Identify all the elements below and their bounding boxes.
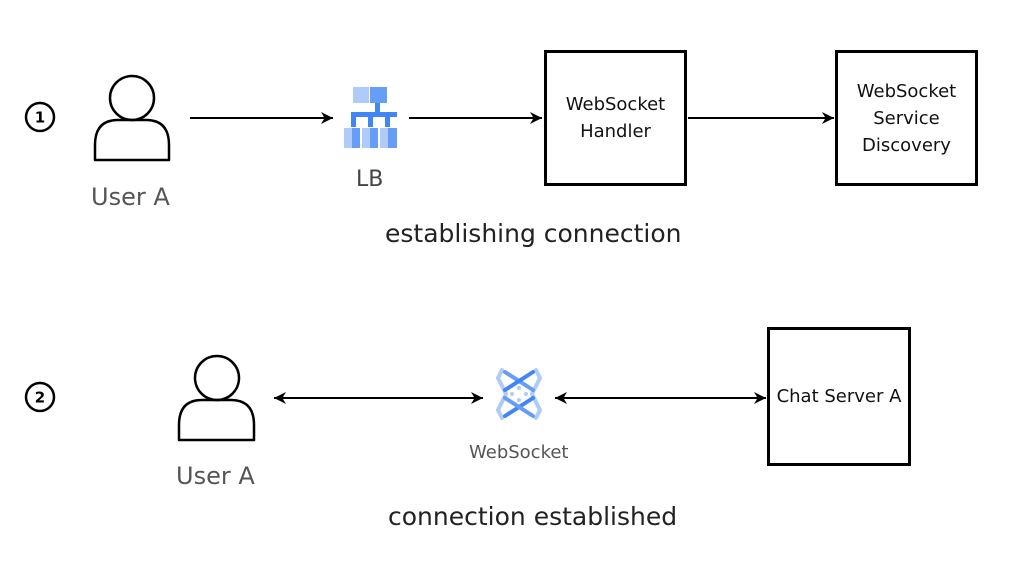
step-2-caption: connection established bbox=[388, 502, 678, 531]
step-1-number: 1 bbox=[35, 109, 45, 127]
user-icon bbox=[93, 74, 171, 162]
discovery-line-2: Service bbox=[873, 107, 940, 129]
websocket-handler-box: WebSocket Handler bbox=[544, 50, 687, 186]
load-balancer-icon bbox=[344, 87, 397, 148]
websocket-service-discovery-box: WebSocket Service Discovery bbox=[835, 50, 978, 186]
chat-server-label: Chat Server A bbox=[776, 386, 902, 407]
chat-server-a-box: Chat Server A bbox=[767, 327, 911, 466]
step-2-marker: 2 bbox=[24, 381, 56, 413]
step-2-number: 2 bbox=[35, 389, 45, 407]
user-icon bbox=[177, 354, 256, 442]
step-1-caption: establishing connection bbox=[385, 219, 682, 248]
handler-line-2: Handler bbox=[580, 121, 651, 142]
websocket-label: WebSocket bbox=[469, 442, 569, 463]
handler-line-1: WebSocket bbox=[565, 94, 666, 115]
user-a-label-step-2: User A bbox=[176, 462, 255, 490]
user-a-label-step-1: User A bbox=[91, 183, 170, 211]
discovery-line-3: Discovery bbox=[862, 134, 951, 156]
websocket-icon bbox=[495, 368, 543, 420]
discovery-line-1: WebSocket bbox=[856, 80, 957, 102]
step-1-marker: 1 bbox=[24, 101, 56, 133]
lb-label: LB bbox=[356, 167, 384, 192]
